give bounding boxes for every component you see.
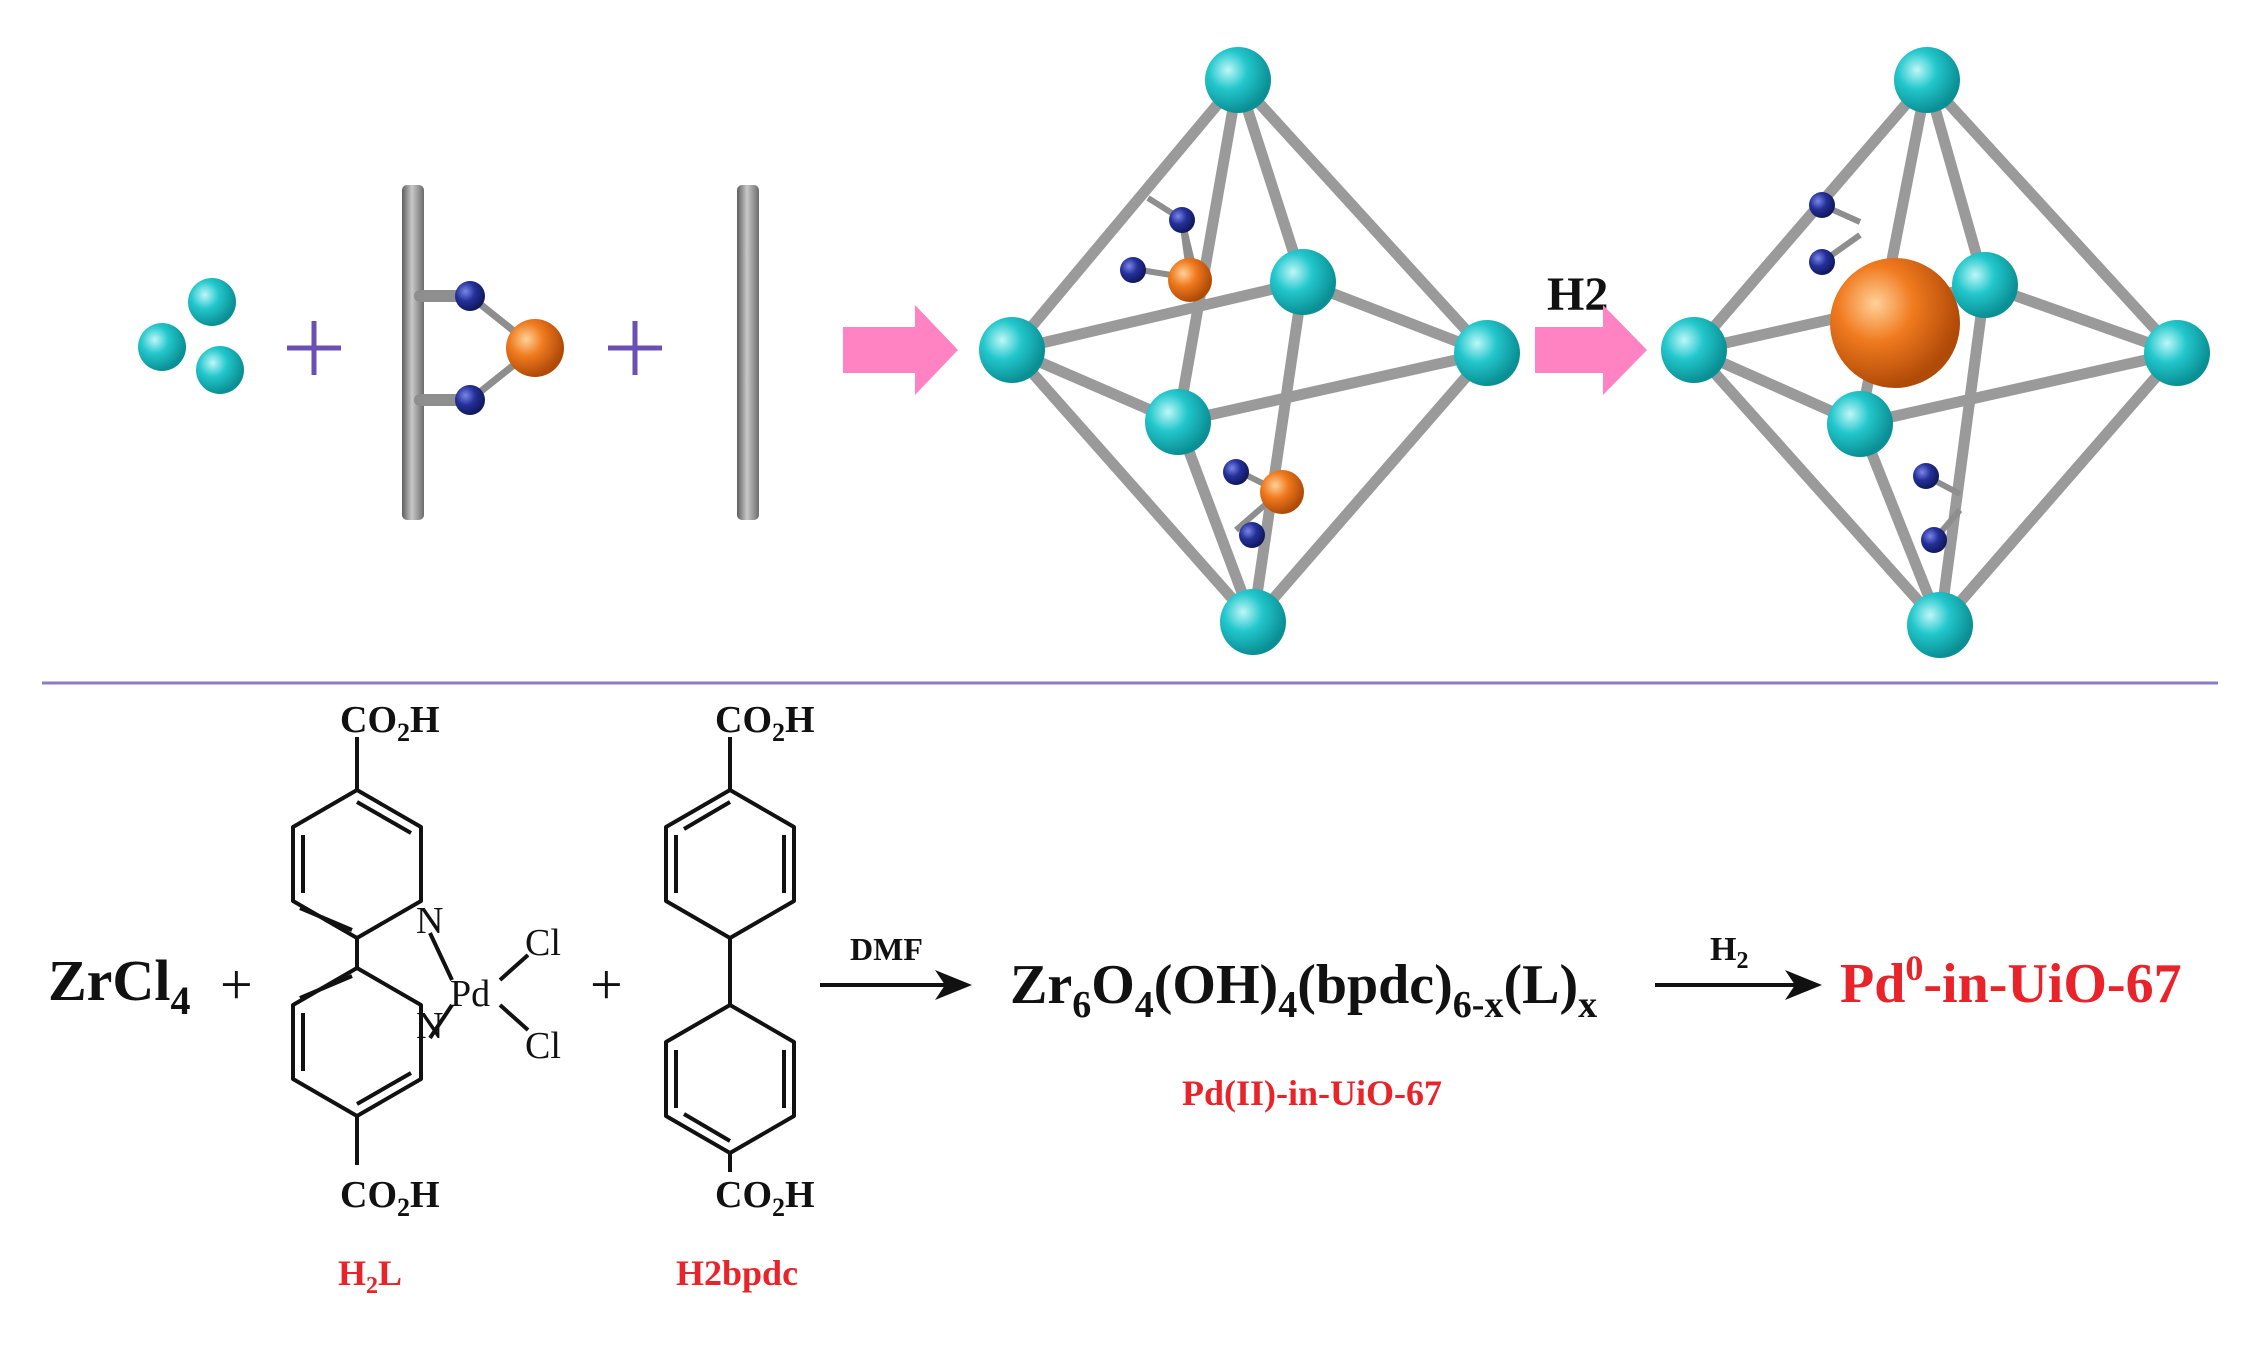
bpdc-bottom-co2h: CO2H xyxy=(715,1174,815,1222)
nitrogen-top: N xyxy=(416,900,443,942)
h2-arrow-label: H2 xyxy=(1547,268,1608,321)
reaction-arrow-icon xyxy=(1535,305,1647,395)
h2l-bottom-co2h: CO2H xyxy=(340,1174,440,1222)
h2l-top-co2h: CO2H xyxy=(340,699,440,747)
h2bpdc-label: H2bpdc xyxy=(676,1253,798,1293)
h2-small-label: H2 xyxy=(1710,931,1748,974)
nitrogen-bottom: N xyxy=(416,1005,443,1047)
dmf-arrow-icon xyxy=(820,970,972,1000)
pd-ii-in-uio-67-label: Pd(II)-in-UiO-67 xyxy=(1182,1073,1442,1113)
bpdc-linker-icon xyxy=(737,185,759,520)
palladium-atom: Pd xyxy=(450,973,490,1015)
h2l-label: H2L xyxy=(338,1253,402,1299)
dmf-label: DMF xyxy=(850,931,923,967)
pd0-in-uio-67-label: Pd0-in-UiO-67 xyxy=(1840,948,2182,1015)
h2-arrow-icon xyxy=(1655,970,1822,1000)
zrcl4-formula: ZrCl4 xyxy=(48,948,190,1023)
reaction-arrow-icon xyxy=(843,305,958,395)
pd-linker-icon xyxy=(402,185,564,520)
plus-icon xyxy=(608,321,662,375)
chloride-bottom: Cl xyxy=(525,1025,561,1067)
h2l-structure xyxy=(291,737,530,1165)
zr-cluster-icon xyxy=(138,278,244,394)
plus-sign: + xyxy=(590,952,623,1017)
plus-sign: + xyxy=(220,952,253,1017)
chloride-top: Cl xyxy=(525,922,561,964)
octahedron-pd0-icon xyxy=(1661,47,2210,658)
octahedron-pd-ii-icon xyxy=(979,47,1520,655)
plus-icon xyxy=(287,321,341,375)
bpdc-top-co2h: CO2H xyxy=(715,699,815,747)
h2bpdc-structure xyxy=(664,737,796,1172)
product-formula: Zr6O4(OH)4(bpdc)6-x(L)x xyxy=(1010,954,1597,1026)
